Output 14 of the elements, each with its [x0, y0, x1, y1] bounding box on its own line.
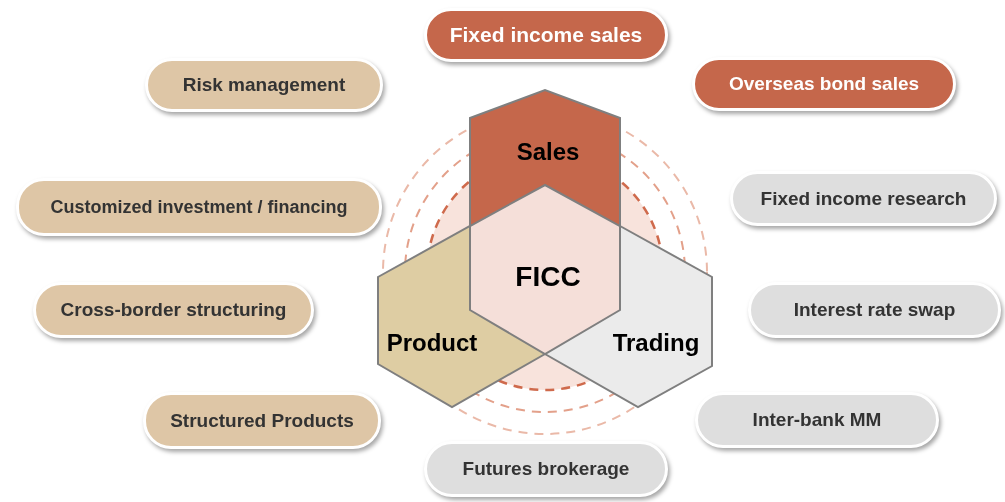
category-pill: Structured Products [143, 392, 381, 449]
category-pill: Fixed income research [730, 171, 997, 226]
category-pill: Cross-border structuring [33, 282, 314, 338]
hexagon-label: Sales [516, 138, 580, 166]
category-pill: Inter-bank MM [695, 392, 939, 448]
category-pill: Overseas bond sales [692, 57, 956, 111]
category-pill: Interest rate swap [748, 282, 1001, 338]
category-pill: Risk management [145, 58, 383, 112]
category-pill: Futures brokerage [424, 441, 668, 497]
hexagon-label: FICC [515, 261, 581, 293]
hexagon-label: Trading [612, 329, 700, 357]
category-pill: Fixed income sales [424, 8, 668, 62]
hexagon-label: Product [386, 329, 478, 357]
category-pill: Customized investment / financing [16, 178, 382, 236]
